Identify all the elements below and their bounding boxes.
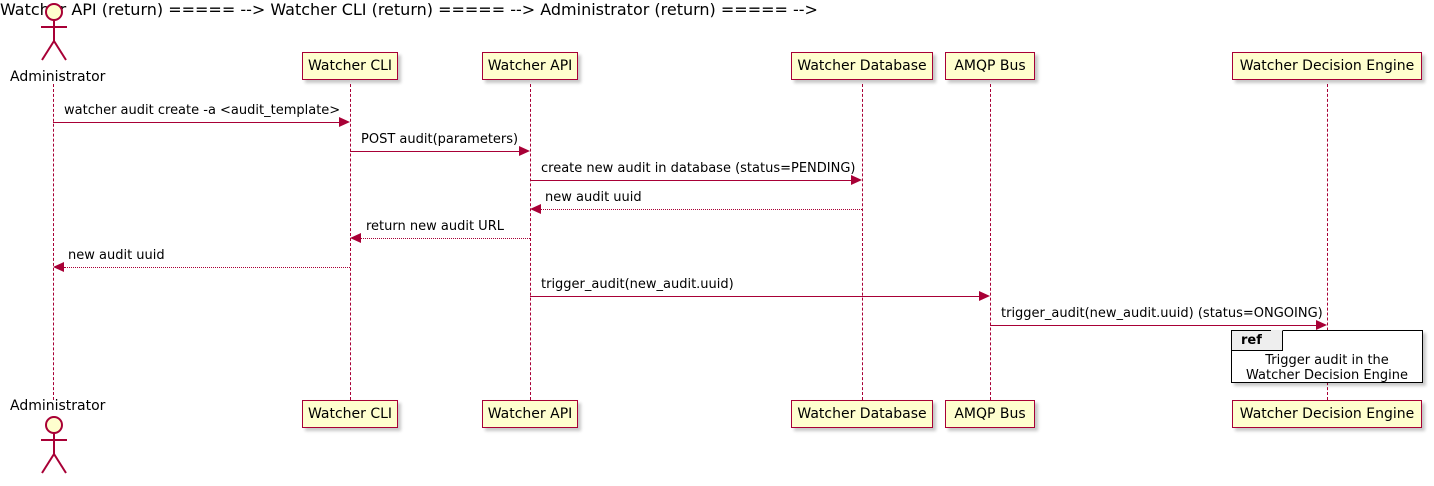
actor-figure-icon bbox=[41, 416, 67, 474]
message-arrow-8 bbox=[990, 325, 1316, 326]
participant-label: Watcher CLI bbox=[307, 406, 393, 422]
lifeline-watcher-decision-engine bbox=[1327, 84, 1328, 400]
message-label-4: new audit uuid bbox=[545, 190, 642, 205]
message-arrowhead-6 bbox=[53, 262, 64, 272]
ref-fragment-trigger-audit[interactable]: ref Trigger audit in the Watcher Decisio… bbox=[1231, 330, 1423, 383]
actor-label-administrator-bottom: Administrator bbox=[10, 398, 106, 414]
actor-administrator-top[interactable] bbox=[31, 2, 77, 64]
participant-label: Watcher CLI bbox=[307, 58, 393, 74]
message-arrowhead-4 bbox=[530, 204, 541, 214]
participant-watcher-api-bottom[interactable]: Watcher API bbox=[482, 400, 578, 428]
participant-watcher-database-bottom[interactable]: Watcher Database bbox=[791, 400, 933, 428]
message-arrow-2 bbox=[350, 151, 519, 152]
participant-label: Watcher Database bbox=[797, 58, 927, 74]
message-label-5: return new audit URL bbox=[366, 219, 504, 234]
participant-label: Watcher API bbox=[487, 406, 573, 422]
participant-watcher-decision-engine-bottom[interactable]: Watcher Decision Engine bbox=[1232, 400, 1422, 428]
participant-watcher-api-top[interactable]: Watcher API bbox=[482, 52, 578, 80]
message-arrow-3 bbox=[530, 180, 851, 181]
message-label-8: trigger_audit(new_audit.uuid) (status=ON… bbox=[1001, 306, 1323, 321]
message-arrowhead-2 bbox=[519, 146, 530, 156]
participant-label: Watcher Decision Engine bbox=[1239, 58, 1415, 74]
participant-label: AMQP Bus bbox=[954, 406, 1026, 422]
participant-amqp-bus-top[interactable]: AMQP Bus bbox=[945, 52, 1035, 80]
ref-fragment-tab-label: ref bbox=[1241, 333, 1262, 348]
message-arrow-6 bbox=[64, 267, 350, 268]
message-arrow-7 bbox=[530, 296, 979, 297]
participant-label: AMQP Bus bbox=[954, 58, 1026, 74]
participant-label: Watcher API bbox=[487, 58, 573, 74]
lifeline-amqp-bus bbox=[990, 84, 991, 400]
ref-fragment-tab: ref bbox=[1232, 330, 1283, 351]
message-arrowhead-3 bbox=[851, 175, 862, 185]
ref-fragment-body: Trigger audit in the Watcher Decision En… bbox=[1232, 353, 1422, 383]
message-arrowhead-5 bbox=[350, 233, 361, 243]
lifeline-watcher-database bbox=[862, 84, 863, 400]
participant-watcher-database-top[interactable]: Watcher Database bbox=[791, 52, 933, 80]
actor-label-administrator-top: Administrator bbox=[10, 69, 106, 85]
actor-figure-icon bbox=[41, 3, 67, 61]
message-arrowhead-7 bbox=[979, 291, 990, 301]
message-label-7: trigger_audit(new_audit.uuid) bbox=[541, 277, 734, 292]
participant-watcher-cli-top[interactable]: Watcher CLI bbox=[302, 52, 398, 80]
message-label-3: create new audit in database (status=PEN… bbox=[541, 161, 856, 176]
participant-watcher-decision-engine-top[interactable]: Watcher Decision Engine bbox=[1232, 52, 1422, 80]
actor-administrator-bottom[interactable] bbox=[31, 415, 77, 477]
message-label-1: watcher audit create -a <audit_template> bbox=[64, 103, 341, 118]
ref-fragment-line-2: Watcher Decision Engine bbox=[1246, 368, 1408, 383]
ref-tab-notch-icon bbox=[1270, 330, 1283, 342]
message-label-6: new audit uuid bbox=[68, 248, 165, 263]
message-arrow-4 bbox=[541, 209, 862, 210]
participant-amqp-bus-bottom[interactable]: AMQP Bus bbox=[945, 400, 1035, 428]
lifeline-administrator bbox=[53, 84, 54, 400]
participant-watcher-cli-bottom[interactable]: Watcher CLI bbox=[302, 400, 398, 428]
message-arrow-1 bbox=[53, 122, 339, 123]
message-arrow-5 bbox=[361, 238, 530, 239]
message-arrowhead-1 bbox=[339, 117, 350, 127]
participant-label: Watcher Database bbox=[797, 406, 927, 422]
ref-fragment-line-1: Trigger audit in the bbox=[1265, 353, 1389, 368]
message-label-2: POST audit(parameters) bbox=[361, 132, 519, 147]
message-arrowhead-8 bbox=[1316, 320, 1327, 330]
lifeline-watcher-api bbox=[530, 84, 531, 400]
participant-label: Watcher Decision Engine bbox=[1239, 406, 1415, 422]
